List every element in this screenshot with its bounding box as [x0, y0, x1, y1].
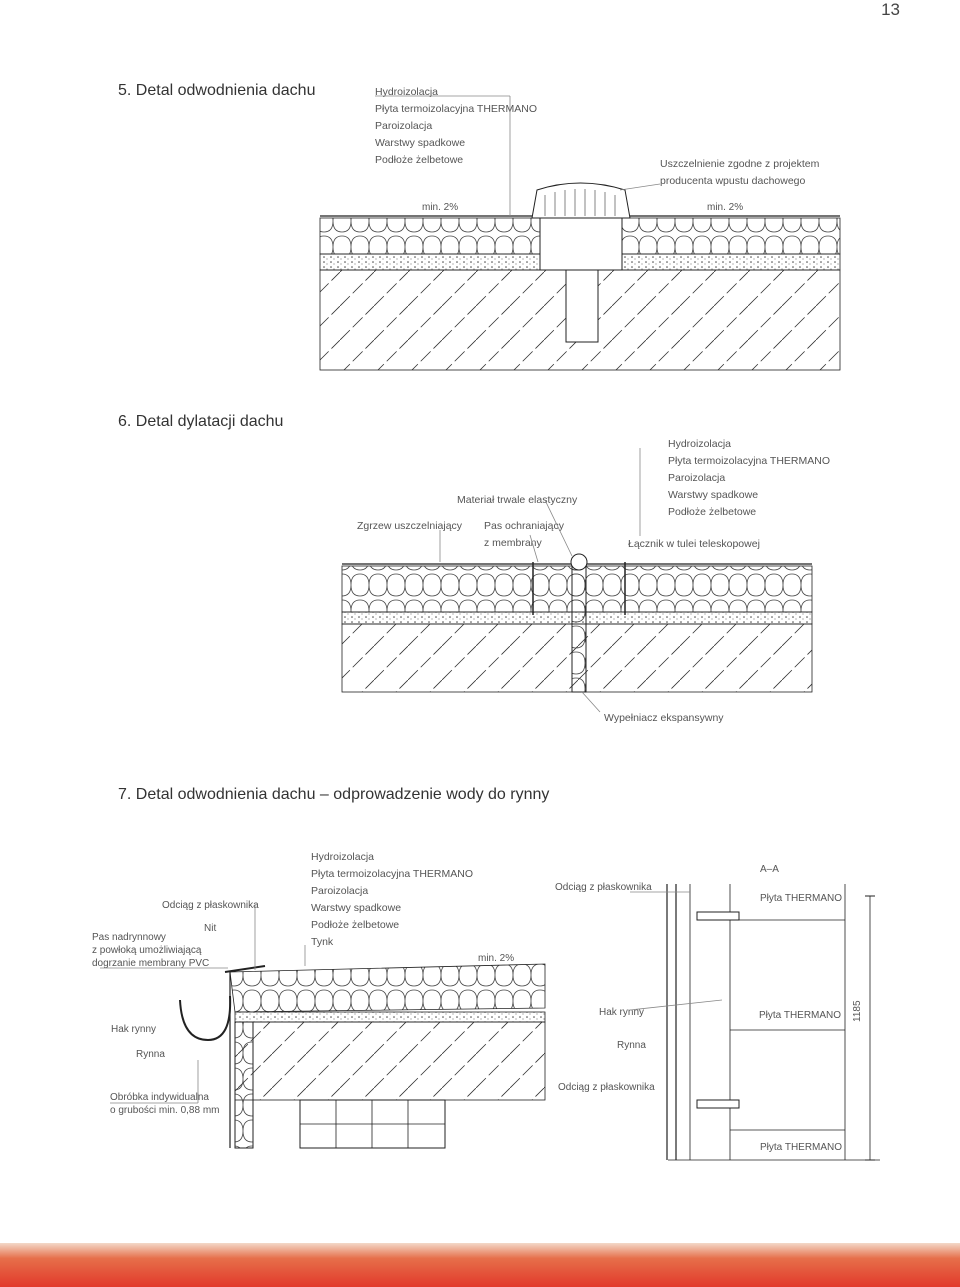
- board-label-top: Płyta THERMANO: [760, 893, 843, 904]
- note-line: Uszczelnienie zgodne z projektem: [660, 158, 820, 170]
- section-7-layer-list: Hydroizolacja Płyta termoizolacyjna THER…: [311, 849, 473, 951]
- protective-strip-label: Pas ochraniający z membrany: [484, 518, 564, 552]
- section-7-heading: 7. Detal odwodnienia dachu – odprowadzen…: [118, 786, 550, 803]
- layer-label: Hydroizolacja: [375, 86, 439, 98]
- rivet-label: Nit: [204, 923, 217, 934]
- connector-label: Łącznik w tulei teleskopowej: [628, 538, 760, 550]
- gutter-label: Rynna: [136, 1049, 165, 1060]
- layer-label: Hydroizolacja: [311, 851, 375, 863]
- section-6-heading: 6. Detal dylatacji dachu: [118, 413, 284, 430]
- layer-label: Podłoże żelbetowe: [375, 154, 464, 166]
- layer-label: Paroizolacja: [668, 472, 726, 484]
- layer-label: Płyta termoizolacyjna THERMANO: [375, 103, 538, 115]
- layer-label: Podłoże żelbetowe: [311, 919, 400, 931]
- board-label-bottom: Płyta THERMANO: [760, 1142, 843, 1153]
- label-line: z powłoką umożliwiającą: [92, 945, 202, 956]
- label-line: Obróbka indywidualna: [110, 1092, 209, 1103]
- layer-label: Płyta termoizolacyjna THERMANO: [311, 868, 474, 880]
- layer-label: Podłoże żelbetowe: [668, 506, 757, 518]
- section-6-layer-list: Hydroizolacja Płyta termoizolacyjna THER…: [668, 436, 830, 521]
- expansion-joint-drawing: [341, 448, 813, 713]
- eaves-strip-label: Pas nadrynnowy z powłoką umożliwiającą d…: [92, 931, 209, 970]
- section-5-layer-list: Hydroizolacja Płyta termoizolacyjna THER…: [375, 84, 537, 169]
- gutter-hook-label-right: Hak rynny: [599, 1007, 645, 1018]
- flat-bar-label-right: Odciąg z płaskownika: [555, 882, 652, 893]
- slope-label: min. 2%: [478, 953, 515, 964]
- gutter-hook-label: Hak rynny: [111, 1024, 157, 1035]
- label-line: Pas nadrynnowy: [92, 932, 166, 943]
- gutter-detail-drawing: [100, 905, 546, 1149]
- gutter-label-right: Rynna: [617, 1040, 646, 1051]
- layer-label: Płyta termoizolacyjna THERMANO: [668, 455, 831, 467]
- label-line: o grubości min. 0,88 mm: [110, 1105, 220, 1116]
- flat-bar-label: Odciąg z płaskownika: [162, 900, 259, 911]
- layer-label: Paroizolacja: [375, 120, 433, 132]
- slope-label-right: min. 2%: [707, 202, 744, 213]
- footer-band: [0, 1243, 960, 1287]
- label-line: z membrany: [484, 537, 542, 549]
- layer-label: Warstwy spadkowe: [311, 902, 402, 914]
- layer-label: Warstwy spadkowe: [668, 489, 759, 501]
- label-line: Pas ochraniający: [484, 520, 564, 532]
- page-number: 13: [881, 0, 900, 19]
- layer-label: Paroizolacja: [311, 885, 369, 897]
- section-aa-label: A–A: [760, 864, 779, 875]
- note-line: producenta wpustu dachowego: [660, 175, 806, 187]
- flat-bar-label-bottom: Odciąg z płaskownika: [558, 1082, 655, 1093]
- section-aa-drawing: [629, 884, 880, 1161]
- weld-label: Zgrzew uszczelniający: [357, 520, 463, 532]
- layer-label: Hydroizolacja: [668, 438, 732, 450]
- roof-drain-drawing: [319, 95, 841, 371]
- label-line: dogrzanie membrany PVC: [92, 958, 210, 969]
- drain-seal-note: Uszczelnienie zgodne z projektem produce…: [660, 156, 819, 190]
- board-label-middle: Płyta THERMANO: [759, 1010, 842, 1021]
- slope-label-left: min. 2%: [422, 202, 459, 213]
- layer-label: Warstwy spadkowe: [375, 137, 466, 149]
- section-5-heading: 5. Detal odwodnienia dachu: [118, 82, 316, 99]
- flashing-label: Obróbka indywidualna o grubości min. 0,8…: [110, 1091, 220, 1117]
- elastic-material-label: Materiał trwale elastyczny: [457, 494, 578, 506]
- filler-label: Wypełniacz ekspansywny: [604, 712, 724, 724]
- layer-label: Tynk: [311, 936, 334, 948]
